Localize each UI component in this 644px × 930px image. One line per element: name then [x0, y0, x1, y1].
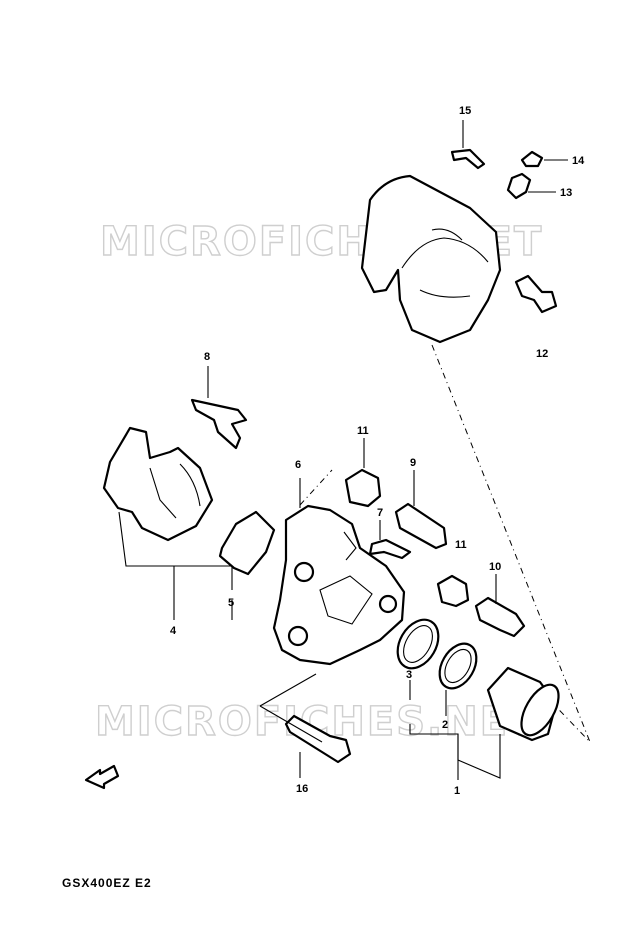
callout-6: 6	[295, 459, 301, 471]
leader-lines	[118, 120, 568, 780]
callout-16: 16	[296, 783, 308, 795]
callout-3: 3	[406, 669, 412, 681]
piston-seal	[438, 642, 478, 690]
retaining-clip	[450, 148, 486, 170]
callout-8: 8	[204, 351, 210, 363]
slide-bolt	[474, 596, 526, 638]
bushing-lower	[436, 574, 470, 608]
bleeder-valve	[506, 172, 532, 200]
callout-7: 7	[377, 507, 383, 519]
front-direction-arrow-icon	[84, 764, 120, 790]
dust-seal	[396, 618, 440, 670]
model-code-label: GSX400EZ E2	[62, 876, 152, 890]
callout-10: 10	[489, 561, 501, 573]
bushing-upper	[344, 468, 382, 508]
pad-spring	[190, 398, 248, 450]
callout-11-upper: 11	[357, 425, 369, 437]
callout-11-lower: 11	[455, 539, 467, 551]
assembly-guide-line-2	[299, 469, 333, 506]
callout-9: 9	[410, 457, 416, 469]
callout-12: 12	[536, 348, 548, 360]
brake-pads	[102, 426, 214, 542]
callout-13: 13	[560, 187, 572, 199]
bleeder-cap	[520, 150, 544, 168]
pad-shim	[218, 510, 276, 576]
slide-pin	[394, 502, 448, 550]
caliper-body	[272, 504, 406, 666]
piston	[486, 666, 560, 742]
callout-14: 14	[572, 155, 585, 167]
callout-5: 5	[228, 597, 234, 609]
mounting-bolt	[284, 714, 352, 764]
caliper-cover	[360, 174, 502, 344]
callout-15: 15	[459, 105, 471, 117]
callout-4: 4	[170, 625, 177, 637]
callout-2: 2	[442, 719, 448, 731]
callout-1: 1	[454, 785, 460, 797]
cover-bolt	[514, 274, 558, 314]
assembly-bracket-line	[259, 673, 323, 743]
pin-clip	[368, 538, 412, 560]
